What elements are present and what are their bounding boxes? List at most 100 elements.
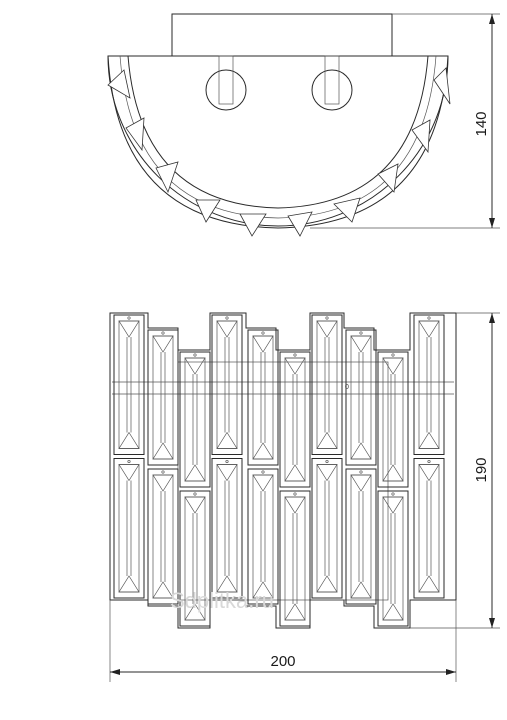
crystal-hole bbox=[127, 316, 131, 320]
crystal-prism bbox=[113, 314, 145, 455]
dimension-label-140: 140 bbox=[473, 111, 490, 136]
crystal-hole bbox=[293, 353, 297, 357]
dimension-label-200: 200 bbox=[270, 653, 295, 670]
crystal-prism bbox=[279, 351, 311, 488]
crystal-facet-bottom bbox=[216, 431, 238, 449]
crystal-prism bbox=[311, 458, 343, 599]
crystal-facet-top bbox=[216, 320, 238, 338]
crystal-prism bbox=[211, 458, 243, 599]
crystal-facet-top bbox=[316, 320, 338, 338]
crystal-facet-top bbox=[284, 496, 306, 514]
crystal-hole bbox=[225, 316, 229, 320]
crystal-hole bbox=[325, 316, 329, 320]
crystal-prism bbox=[247, 468, 279, 605]
crystal-drop bbox=[377, 163, 399, 193]
crystal-prism bbox=[279, 490, 311, 627]
crystal-hole bbox=[161, 470, 165, 474]
mounting-plate bbox=[171, 13, 393, 57]
crystal-drops-top bbox=[107, 67, 451, 237]
center-mark: 0 bbox=[345, 384, 349, 391]
crystal-drop bbox=[287, 211, 313, 237]
crystal-drop bbox=[107, 69, 131, 99]
crystal-facet-top bbox=[184, 496, 206, 514]
crystal-facet bbox=[316, 464, 338, 593]
watermark: Sdplitka.ru bbox=[170, 588, 274, 613]
crystal-drop bbox=[411, 119, 431, 154]
bowl-inner bbox=[127, 55, 429, 209]
crystal-prism bbox=[311, 314, 343, 455]
dimension-label-190: 190 bbox=[473, 457, 490, 482]
crystal-facet-top bbox=[252, 474, 274, 492]
crystal-prism bbox=[377, 351, 409, 488]
crystal-prism bbox=[211, 314, 243, 455]
crystal-hole bbox=[161, 331, 165, 335]
crystal-facet bbox=[252, 335, 274, 460]
crystal-facet-top bbox=[118, 464, 140, 482]
front-outline bbox=[109, 312, 457, 629]
crystal-prism bbox=[113, 458, 145, 599]
crystal-drop bbox=[155, 161, 179, 194]
crystal-facet bbox=[284, 357, 306, 482]
crystal-facet-top bbox=[316, 464, 338, 482]
crystal-prism bbox=[147, 329, 179, 466]
crystal-facet-top bbox=[350, 474, 372, 492]
crystal-facet-bottom bbox=[252, 442, 274, 460]
crystal-facet-bottom bbox=[284, 603, 306, 621]
crystal-hole bbox=[391, 353, 395, 357]
crystal-facet bbox=[152, 474, 174, 599]
mount-hole-left bbox=[205, 69, 247, 111]
crystal-facet-bottom bbox=[382, 464, 404, 482]
crystal-prism bbox=[413, 314, 445, 455]
crystal-hole bbox=[427, 316, 431, 320]
crystal-facet-bottom bbox=[382, 603, 404, 621]
crystal-facet-bottom bbox=[284, 464, 306, 482]
crystal-prism bbox=[179, 351, 211, 488]
crystal-facet bbox=[418, 464, 440, 593]
crystal-facet bbox=[216, 464, 238, 593]
crystal-prism bbox=[179, 490, 211, 627]
crystal-facet-top bbox=[418, 464, 440, 482]
crystal-facet-bottom bbox=[216, 575, 238, 593]
crystal-facet-top bbox=[382, 496, 404, 514]
crystal-hole bbox=[293, 492, 297, 496]
crystal-facet bbox=[184, 357, 206, 482]
crystal-facet bbox=[252, 474, 274, 599]
crystal-facet-bottom bbox=[350, 442, 372, 460]
crystal-facet-bottom bbox=[418, 431, 440, 449]
crystal-facet bbox=[118, 320, 140, 449]
crystal-facet-top bbox=[252, 335, 274, 353]
crystal-facet-top bbox=[152, 474, 174, 492]
crystal-hole bbox=[193, 353, 197, 357]
crystal-facet-bottom bbox=[252, 581, 274, 599]
crystal-columns bbox=[113, 314, 445, 627]
crystal-hole bbox=[261, 331, 265, 335]
crystal-facet-top bbox=[350, 335, 372, 353]
base-outline bbox=[107, 55, 449, 227]
crystal-facet-top bbox=[284, 357, 306, 375]
crystal-facet-bottom bbox=[184, 464, 206, 482]
crystal-facet-top bbox=[418, 320, 440, 338]
crystal-facet-bottom bbox=[184, 603, 206, 621]
crystal-facet bbox=[152, 335, 174, 460]
crystal-facet bbox=[284, 496, 306, 621]
crystal-facet bbox=[316, 320, 338, 449]
crystal-hole bbox=[325, 459, 329, 464]
crystal-facet-bottom bbox=[316, 431, 338, 449]
front-view: 0 Sdplitka.ru 190 200 bbox=[109, 312, 500, 682]
crystal-prism bbox=[247, 329, 279, 466]
crystal-facet bbox=[418, 320, 440, 449]
crystal-prism bbox=[345, 468, 377, 605]
top-view: 140 bbox=[107, 13, 500, 237]
bowl-outer bbox=[107, 55, 449, 229]
crystal-facet-top bbox=[184, 357, 206, 375]
crystal-facet bbox=[350, 335, 372, 460]
mount-bracket-right bbox=[324, 55, 340, 105]
crystal-prism bbox=[147, 468, 179, 605]
crystal-hole bbox=[391, 492, 395, 496]
crystal-facet bbox=[382, 357, 404, 482]
crystal-hole bbox=[127, 459, 131, 464]
crystal-facet bbox=[216, 320, 238, 449]
dimension-height-front: 190 bbox=[410, 312, 500, 629]
crystal-prism bbox=[377, 490, 409, 627]
